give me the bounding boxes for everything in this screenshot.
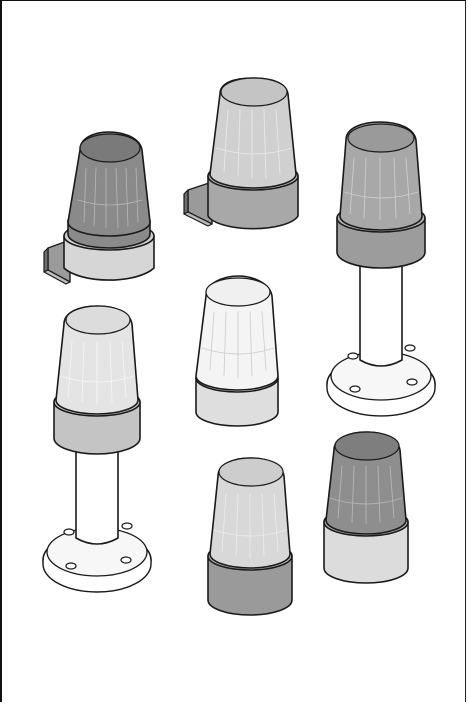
beacon-pole-left <box>42 305 152 593</box>
beacon-wall-light <box>183 77 299 230</box>
beacon-flat-graybase <box>207 457 293 616</box>
beacon-flat-dark <box>323 431 409 584</box>
beacon-wall-dark <box>43 131 155 285</box>
beacon-pole-right <box>326 121 436 417</box>
beacon-flat-white <box>195 275 279 427</box>
